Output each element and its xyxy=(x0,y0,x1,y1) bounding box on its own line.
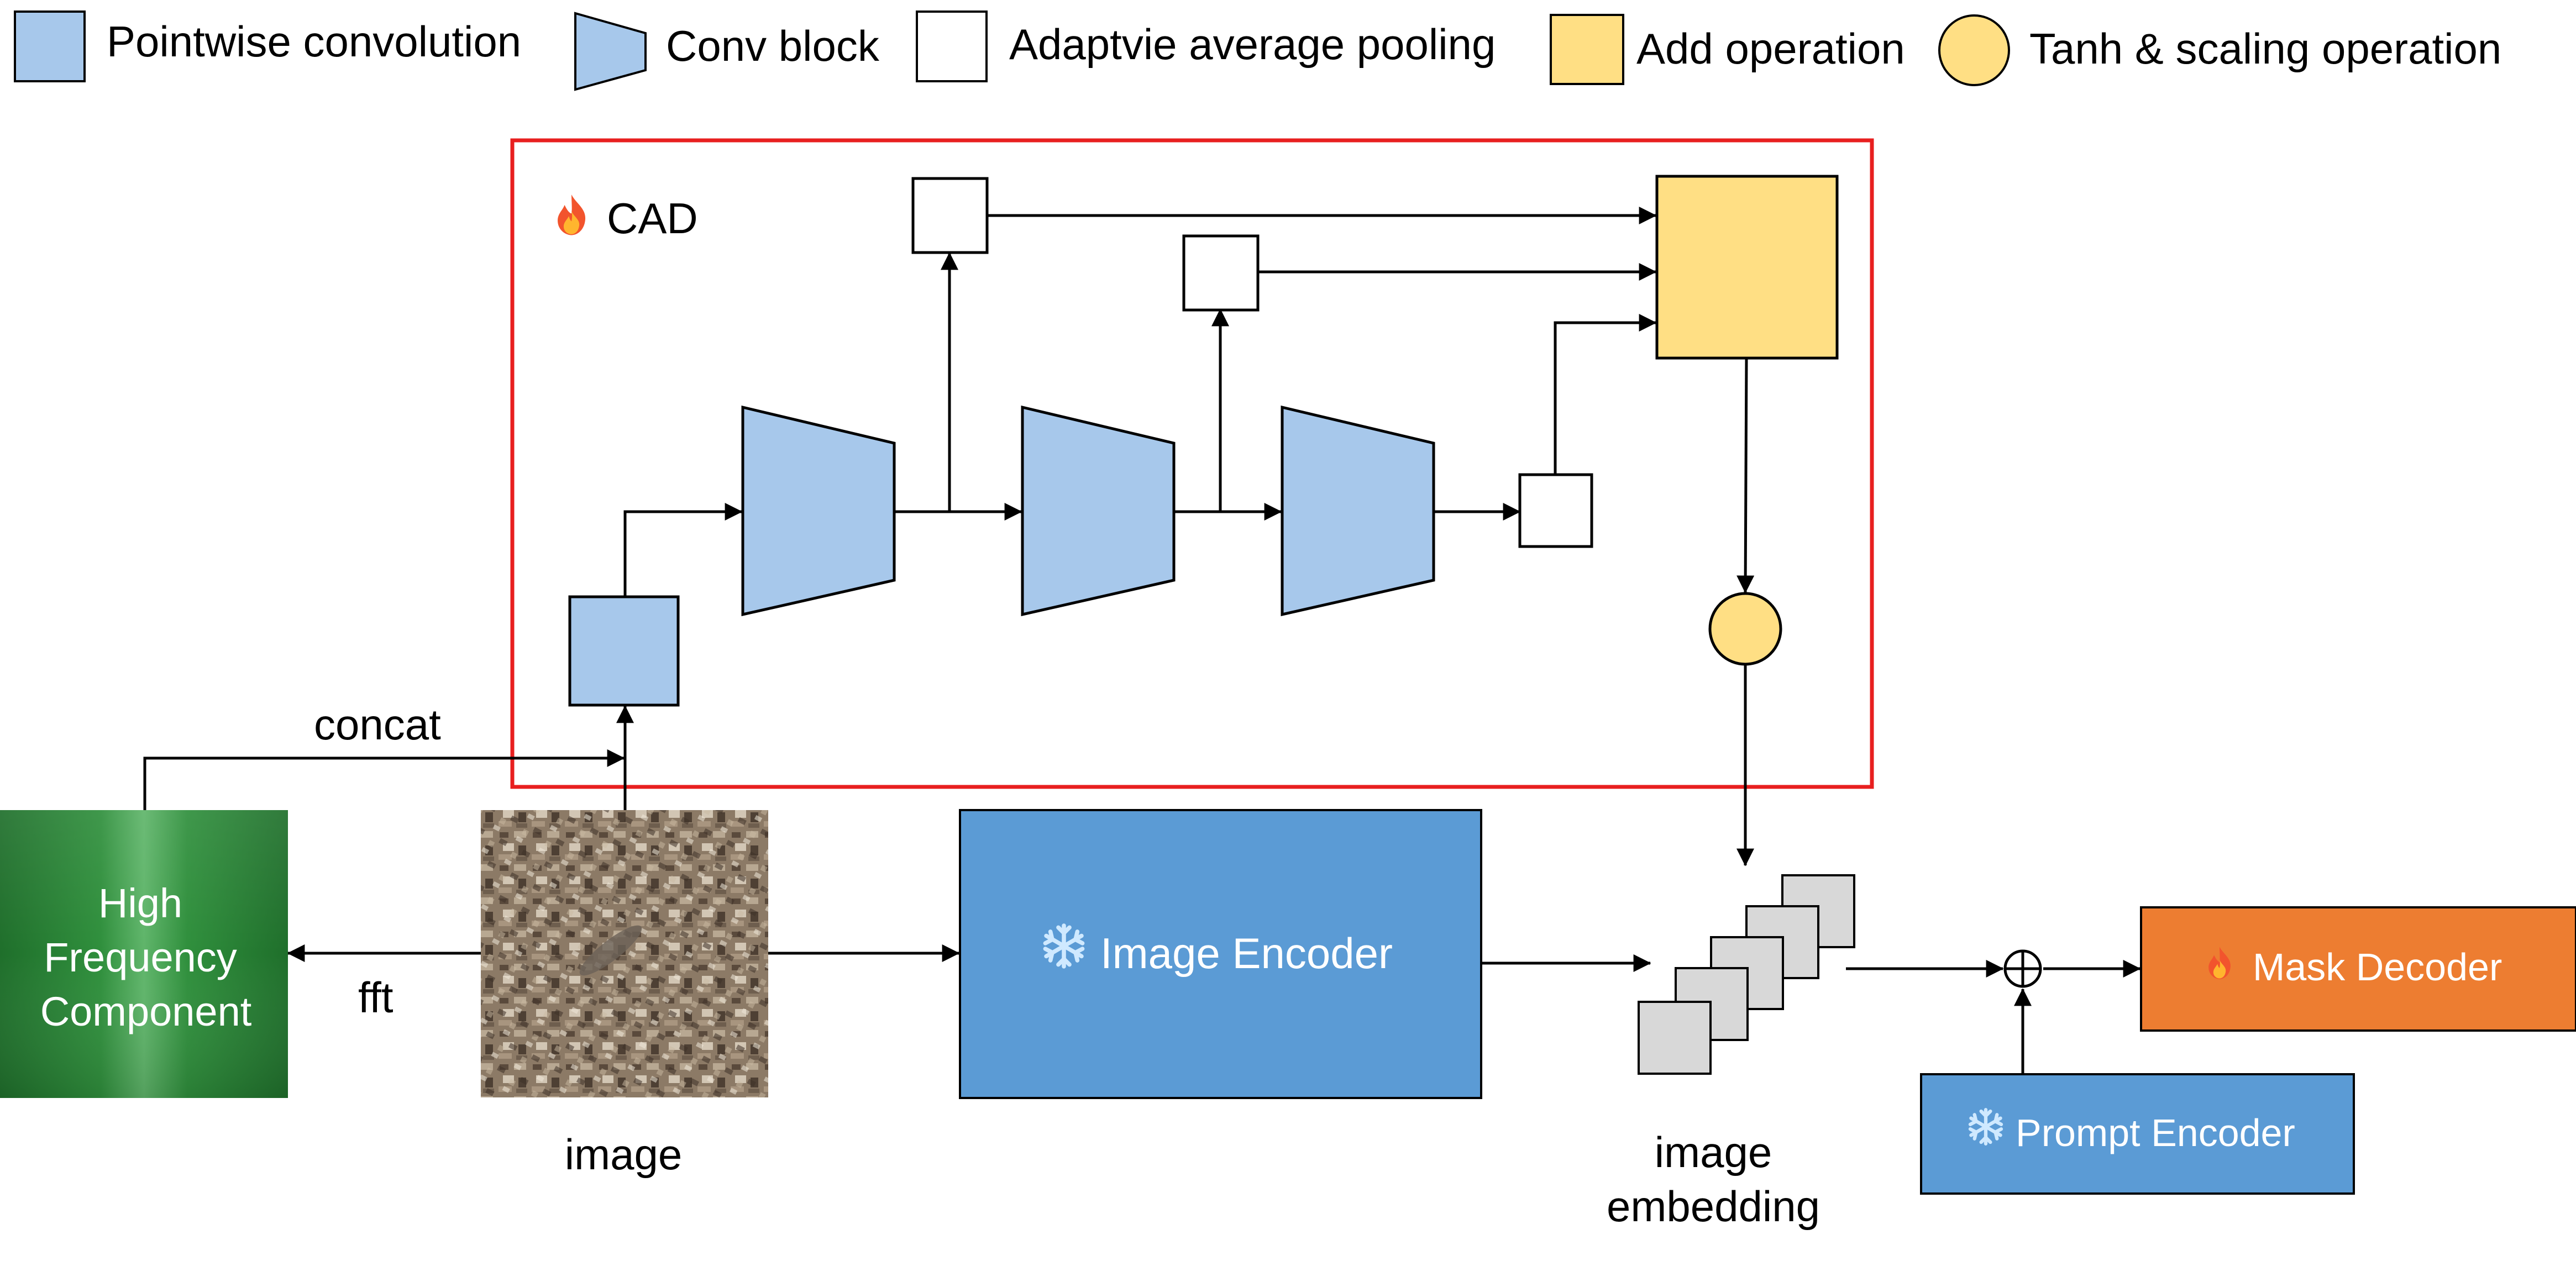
input-image xyxy=(481,810,768,1097)
conv-block-swatch xyxy=(574,12,647,91)
legend-item-pointwise: Pointwise convolution xyxy=(14,10,521,82)
pointwise-swatch xyxy=(14,10,86,82)
legend: Pointwise convolution Conv block Adaptvi… xyxy=(14,10,2501,91)
legend-item-conv-block: Conv block xyxy=(574,12,880,91)
pooling-swatch xyxy=(916,10,988,82)
cad-border xyxy=(510,138,1874,789)
pooling-box-1 xyxy=(911,177,989,254)
fire-icon xyxy=(558,195,586,235)
hf-label-line1: High xyxy=(98,880,182,926)
image-label: image xyxy=(565,1130,682,1179)
mask-decoder-block: Mask Decoder xyxy=(2140,906,2576,1032)
arrow-add-to-tanh xyxy=(1736,358,1755,593)
image-embedding-stack xyxy=(1638,874,1855,1075)
pooling-box-3 xyxy=(1518,473,1593,548)
lizard-shape xyxy=(579,925,642,976)
arrow-pointwise-to-conv1 xyxy=(623,503,743,597)
hf-label-line3: Component xyxy=(40,989,252,1034)
pointwise-conv-block xyxy=(568,595,680,707)
cad-module: CAD xyxy=(510,138,1874,789)
input-image-texture-overlay xyxy=(481,810,768,1097)
add-swatch xyxy=(1550,14,1624,85)
embedding-label-line2: embedding xyxy=(1607,1182,1820,1231)
legend-item-pooling: Adaptvie average pooling xyxy=(916,10,1496,82)
arrow-concat xyxy=(143,749,625,810)
mask-decoder-label: Mask Decoder xyxy=(2253,945,2502,989)
main-connections xyxy=(143,665,2141,1073)
prompt-encoder-block: Prompt Encoder xyxy=(1920,1073,2355,1195)
pooling-box-2 xyxy=(1182,234,1260,312)
high-frequency-component: High Frequency Component xyxy=(0,810,288,1098)
legend-label-tanh: Tanh & scaling operation xyxy=(2029,24,2501,73)
conv-block-3 xyxy=(1281,405,1435,617)
arrow-pool3-to-add xyxy=(1554,314,1657,475)
legend-label-conv-block: Conv block xyxy=(666,22,880,70)
tanh-scaling-circle xyxy=(1708,592,1782,666)
prompt-encoder-label: Prompt Encoder xyxy=(2016,1111,2295,1154)
hf-shade xyxy=(0,810,288,1098)
concat-label: concat xyxy=(314,700,441,749)
legend-item-add: Add operation xyxy=(1550,14,1905,85)
add-operator-icon xyxy=(2003,949,2042,988)
tanh-swatch xyxy=(1938,14,2010,86)
prompt-encoder-box xyxy=(1920,1073,2355,1195)
cad-title: CAD xyxy=(607,194,698,243)
add-operation-box xyxy=(1655,175,1839,360)
legend-item-tanh: Tanh & scaling operation xyxy=(1938,14,2501,86)
legend-label-add: Add operation xyxy=(1636,24,1905,73)
legend-label-pointwise: Pointwise convolution xyxy=(107,17,521,66)
conv-block-2 xyxy=(1021,405,1176,617)
fft-label: fft xyxy=(358,973,394,1022)
legend-label-pooling: Adaptvie average pooling xyxy=(1009,20,1496,69)
embedding-tile xyxy=(1638,1001,1712,1075)
image-encoder-label: Image Encoder xyxy=(1100,929,1393,978)
conv-block-1 xyxy=(741,405,896,617)
hf-label-line2: Frequency xyxy=(44,934,237,980)
cad-connections xyxy=(623,207,1755,597)
image-encoder-block: Image Encoder xyxy=(959,809,1482,1099)
embedding-label-line1: image xyxy=(1655,1128,1772,1176)
